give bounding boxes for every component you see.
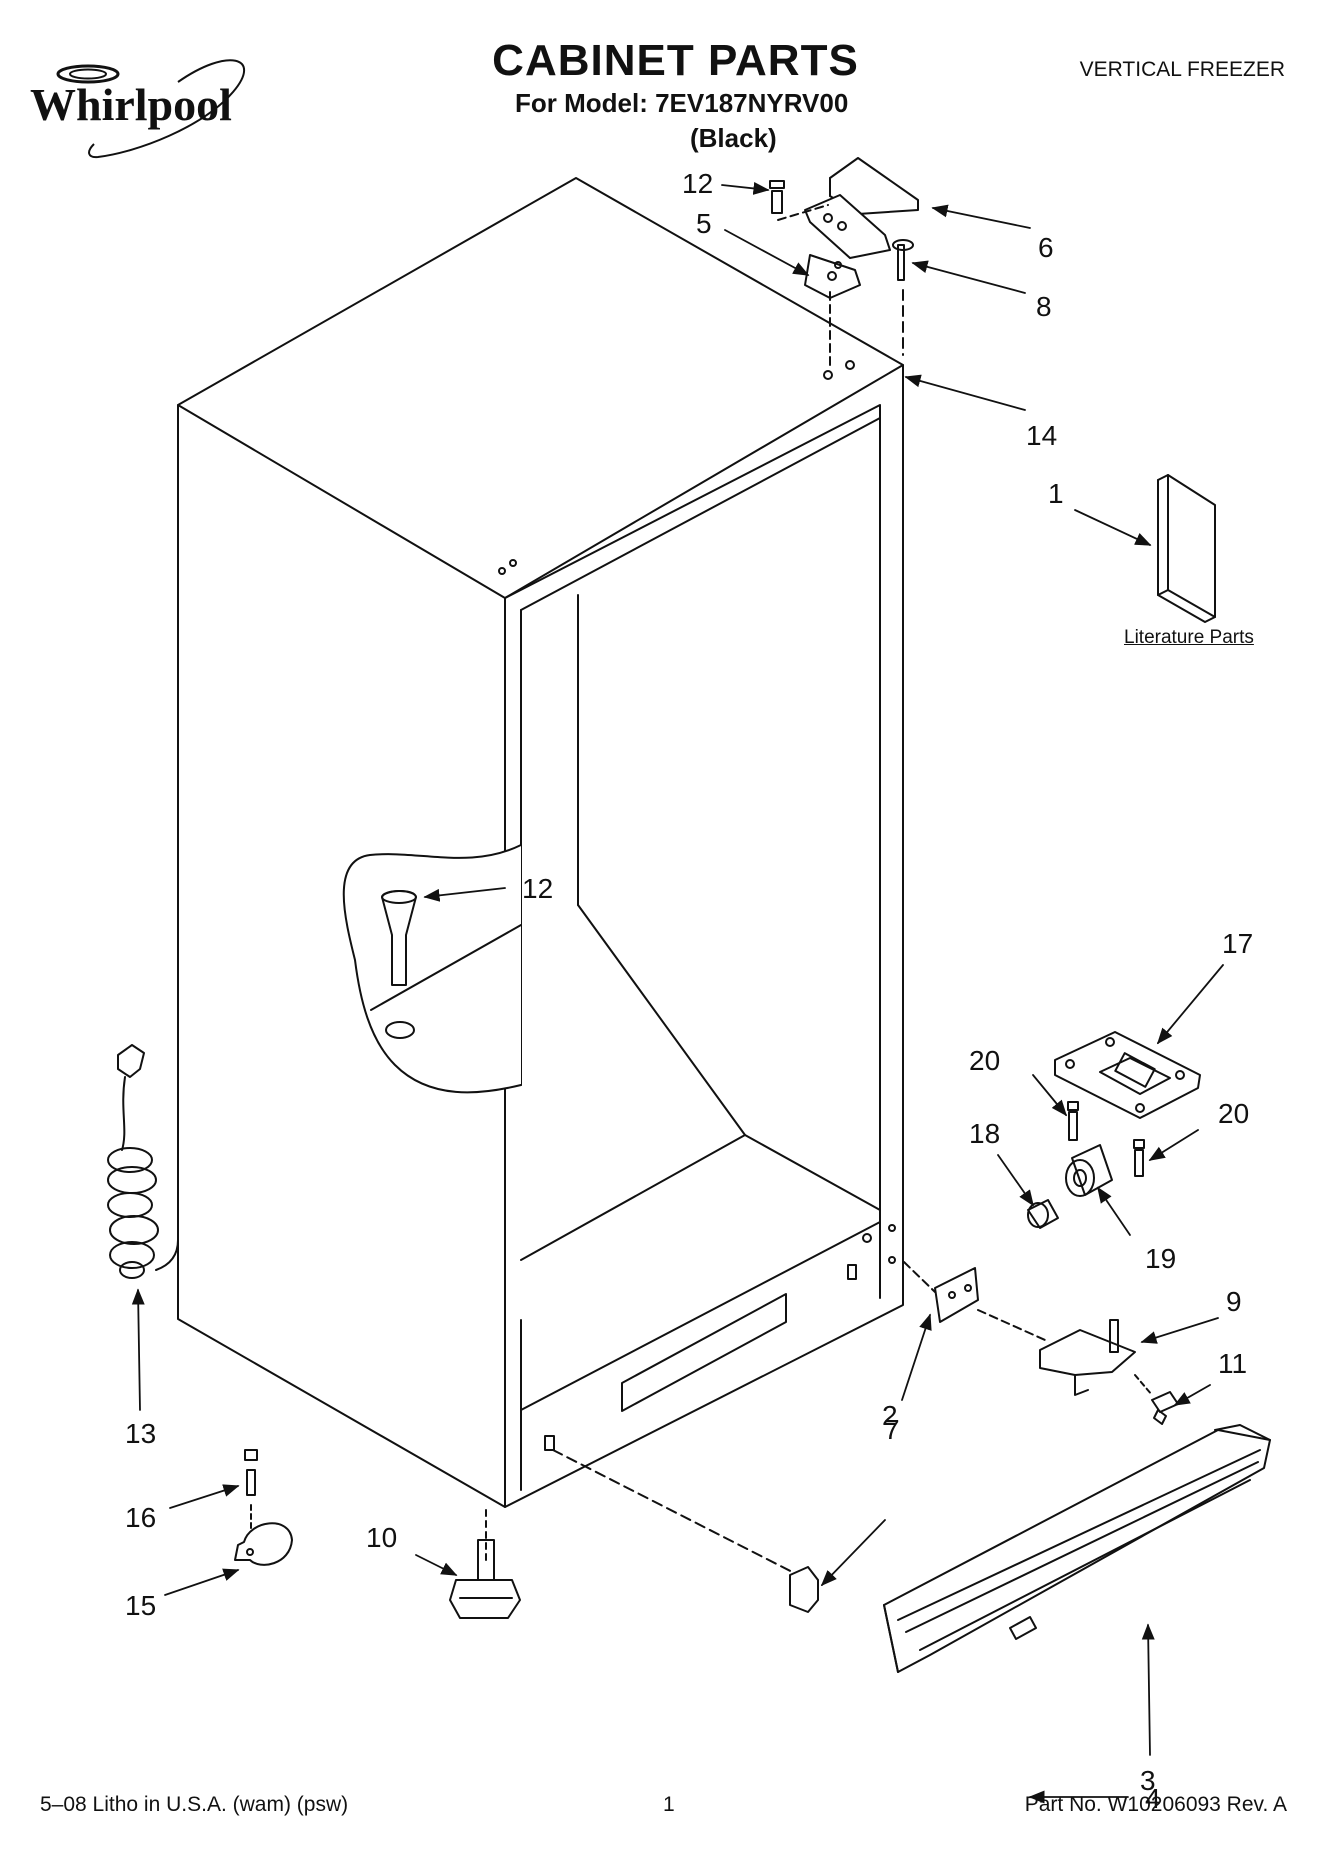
cord-clamp xyxy=(234,1449,293,1566)
callout-8: 8 xyxy=(1036,291,1052,322)
hinge-mount-plate xyxy=(1054,1031,1201,1119)
callout-3: 3 xyxy=(1140,1765,1156,1796)
model-number: For Model: 7EV187NYRV00 xyxy=(515,88,849,118)
callout-14: 14 xyxy=(1026,420,1058,451)
callout-12-top: 12 xyxy=(682,168,714,199)
page-title: CABINET PARTS xyxy=(0,36,1339,86)
brand-name: Whirlpool xyxy=(30,79,232,130)
callout-5: 5 xyxy=(696,208,712,239)
whirlpool-logo xyxy=(56,59,246,159)
toe-grille-assembly xyxy=(552,1424,1271,1673)
power-cord xyxy=(107,1044,179,1279)
callout-13: 13 xyxy=(125,1418,157,1449)
callout-1: 1 xyxy=(1048,478,1064,509)
callout-10: 10 xyxy=(366,1522,398,1553)
hinge-screws xyxy=(1067,1101,1145,1177)
callout-16: 16 xyxy=(125,1502,157,1533)
callout-18: 18 xyxy=(969,1118,1001,1149)
callout-9: 9 xyxy=(1226,1286,1242,1317)
literature-book xyxy=(1157,474,1216,623)
page-number: 1 xyxy=(663,1793,675,1816)
product-category: VERTICAL FREEZER xyxy=(1079,58,1285,81)
callout-17: 17 xyxy=(1222,928,1254,959)
top-hinge-assembly xyxy=(769,157,919,369)
callout-15: 15 xyxy=(125,1590,157,1621)
page-title-text: CABINET PARTS xyxy=(492,36,859,85)
callout-2: 2 xyxy=(882,1400,898,1431)
lower-hinge-assembly xyxy=(903,1261,1179,1425)
callout-20-right: 20 xyxy=(1218,1098,1250,1129)
cutaway-detail xyxy=(342,844,522,1094)
callout-12-drain: 12 xyxy=(522,873,554,904)
callout-4: 4 xyxy=(1145,1783,1161,1814)
callout-6: 6 xyxy=(1038,232,1054,263)
part-number: Part No. W10206093 Rev. A xyxy=(1024,1793,1287,1816)
callout-20-left: 20 xyxy=(969,1045,1001,1076)
callout-11: 11 xyxy=(1218,1348,1248,1379)
callout-leaders xyxy=(131,181,1224,1804)
print-info: 5–08 Litho in U.S.A. (wam) (psw) xyxy=(40,1793,349,1816)
model-variant: (Black) xyxy=(690,123,777,153)
leveling-leg xyxy=(449,1509,521,1619)
callout-7: 7 xyxy=(884,1414,900,1445)
hinge-bushing xyxy=(1027,1144,1113,1229)
literature-parts-label: Literature Parts xyxy=(1124,627,1254,648)
callout-19: 19 xyxy=(1145,1243,1177,1274)
cabinet-shell xyxy=(177,177,904,1508)
